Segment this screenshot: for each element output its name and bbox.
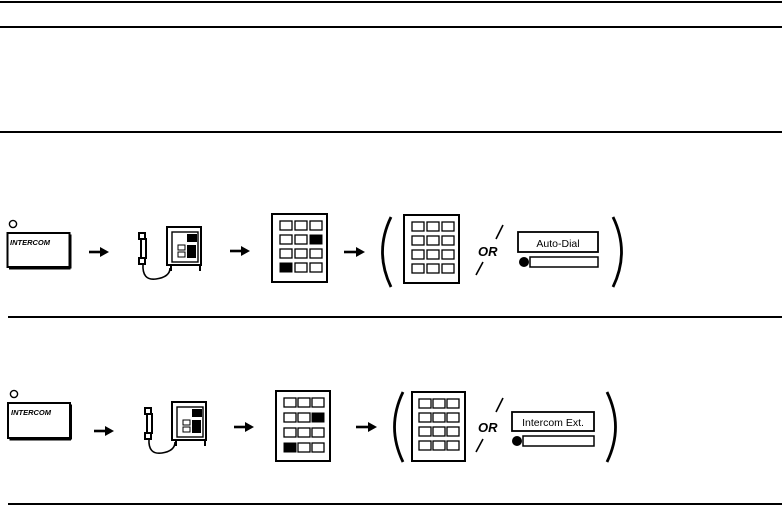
status-lamp-icon bbox=[9, 389, 19, 399]
telephone-icon bbox=[144, 401, 207, 455]
arrow-icon bbox=[356, 422, 377, 432]
open-paren bbox=[393, 391, 405, 463]
arrow-icon bbox=[344, 247, 365, 257]
arrow-icon bbox=[94, 426, 114, 436]
open-paren bbox=[381, 216, 393, 288]
arrow-icon bbox=[89, 247, 109, 257]
auto-dial-label: Auto-Dial bbox=[536, 238, 579, 250]
or-label: OR bbox=[478, 244, 498, 259]
or-separator: OR bbox=[475, 397, 504, 453]
or-label: OR bbox=[478, 420, 498, 435]
intercom-button: INTERCOM bbox=[7, 389, 72, 441]
dialpad-icon bbox=[403, 214, 460, 284]
auto-dial-button: Auto-Dial bbox=[517, 231, 599, 268]
close-paren bbox=[611, 216, 623, 288]
intercom-label: INTERCOM bbox=[11, 408, 52, 417]
telephone-icon bbox=[138, 226, 202, 281]
sequence-intercom-ext-diagram: INTERCOM bbox=[7, 389, 617, 463]
arrow-icon bbox=[234, 422, 254, 432]
status-lamp-icon bbox=[519, 257, 529, 267]
sequence-intercom-ext: INTERCOM bbox=[0, 375, 782, 475]
sequence-auto-dial-diagram: INTERCOM bbox=[6, 213, 623, 288]
divider-bottom bbox=[8, 503, 782, 505]
close-paren bbox=[605, 391, 617, 463]
intercom-label: INTERCOM bbox=[10, 238, 51, 247]
arrow-icon bbox=[230, 246, 250, 256]
or-separator: OR bbox=[475, 224, 504, 276]
divider-top bbox=[0, 1, 782, 3]
intercom-ext-label: Intercom Ext. bbox=[522, 417, 584, 429]
intercom-ext-button: Intercom Ext. bbox=[511, 411, 595, 447]
status-lamp-icon bbox=[512, 436, 522, 446]
divider-header bbox=[0, 26, 782, 28]
sequence-auto-dial: INTERCOM bbox=[0, 205, 782, 305]
dialpad-icon bbox=[271, 213, 328, 283]
divider-section-1 bbox=[0, 131, 782, 133]
dialpad-icon bbox=[411, 391, 466, 462]
intercom-button: INTERCOM bbox=[6, 219, 72, 270]
dialpad-icon bbox=[275, 390, 331, 462]
divider-section-2 bbox=[8, 316, 782, 318]
status-lamp-icon bbox=[8, 219, 18, 229]
